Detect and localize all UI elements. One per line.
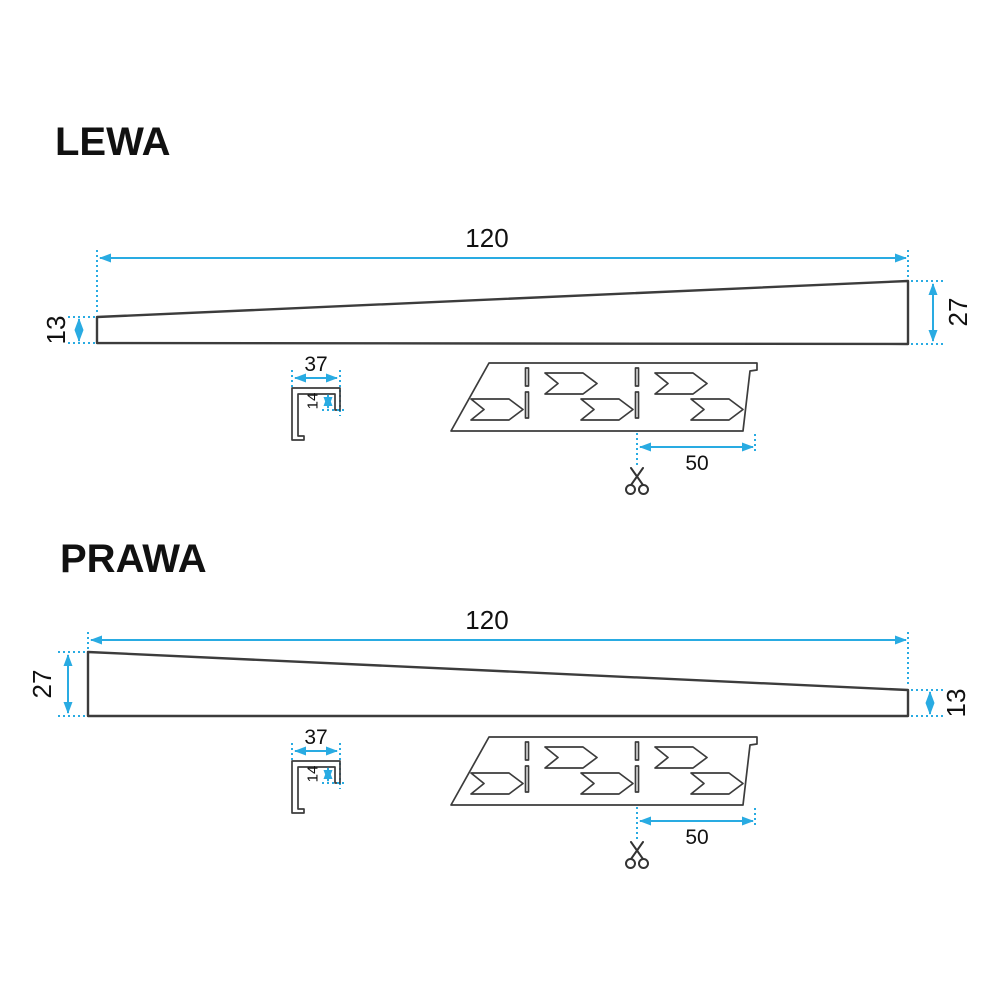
- strip-arrow-cutout: [580, 772, 634, 795]
- prawa-left-height-dimension: 27: [27, 651, 86, 717]
- strip-arrow-cutout: [654, 372, 708, 395]
- strip-arrow-cutout: [654, 746, 708, 769]
- prawa-right-height-dimension: 13: [911, 689, 971, 718]
- strip-outline: [450, 362, 758, 432]
- prawa-left-height-label: 27: [27, 670, 57, 699]
- strip-slit: [634, 391, 640, 419]
- lewa-wedge-profile: [95, 279, 910, 346]
- prawa-length-dimension: 120: [87, 605, 909, 687]
- lewa-clip-height-label: 14: [305, 393, 322, 410]
- strip-slit: [524, 367, 530, 387]
- strip-slit: [634, 765, 640, 793]
- strip-outline: [450, 736, 758, 806]
- panel-prawa: PRAWA 120 27 13 37: [27, 537, 971, 869]
- lewa-clip-profile: [291, 387, 341, 441]
- prawa-right-height-label: 13: [941, 689, 971, 718]
- prawa-clip-width-label: 37: [304, 726, 327, 749]
- lewa-length-label: 120: [465, 223, 508, 253]
- strip-arrow-cutout: [544, 746, 598, 769]
- prawa-length-label: 120: [465, 605, 508, 635]
- panel-prawa-title: PRAWA: [60, 537, 207, 581]
- prawa-clip-height-label: 14: [305, 766, 322, 783]
- lewa-right-height-label: 27: [943, 298, 973, 327]
- strip-slit: [524, 741, 530, 761]
- strip-arrow-cutout: [690, 398, 744, 421]
- lewa-perforated-strip: 50: [450, 362, 758, 495]
- lewa-right-height-dimension: 27: [911, 280, 973, 345]
- strip-slit: [524, 391, 530, 419]
- prawa-cut-pitch-label: 50: [685, 826, 708, 849]
- panel-lewa: LEWA 120 13 27 37: [41, 120, 973, 495]
- lewa-length-dimension: 120: [96, 223, 909, 314]
- lewa-left-height-dimension: 13: [41, 316, 95, 345]
- strip-arrow-cutout: [470, 772, 524, 795]
- strip-slit: [634, 741, 640, 761]
- lewa-clip-width-label: 37: [304, 353, 327, 376]
- strip-arrow-cutout: [690, 772, 744, 795]
- scissors-icon: [625, 467, 649, 495]
- lewa-cut-pitch-label: 50: [685, 452, 708, 475]
- panel-lewa-title: LEWA: [55, 120, 171, 164]
- strip-slit: [634, 367, 640, 387]
- prawa-clip-profile: [291, 760, 341, 814]
- strip-arrow-cutout: [544, 372, 598, 395]
- lewa-clip-section: 37 14: [291, 353, 347, 441]
- strip-slit: [524, 765, 530, 793]
- lewa-left-height-label: 13: [41, 316, 71, 345]
- strip-arrow-cutout: [580, 398, 634, 421]
- strip-arrow-cutout: [470, 398, 524, 421]
- prawa-perforated-strip: 50: [450, 736, 758, 869]
- prawa-wedge-profile: [86, 650, 910, 718]
- scissors-icon: [625, 841, 649, 869]
- prawa-clip-section: 37 14: [291, 726, 347, 814]
